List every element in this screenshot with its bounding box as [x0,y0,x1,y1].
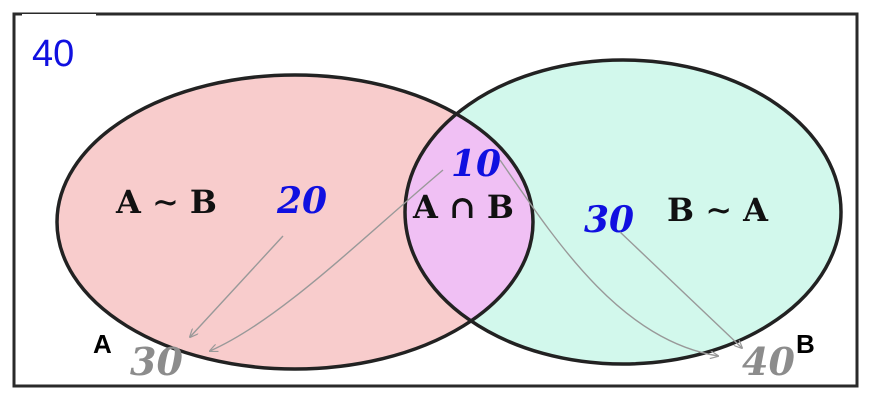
set-a-total: 30 [130,339,183,384]
a-only-value: 20 [276,180,327,222]
arrow-a-only-to-a-total [190,235,284,337]
set-b-total: 40 [742,339,795,384]
arrow-intersection-to-b-total [499,159,718,356]
corner-total-label: 40 [32,33,74,75]
intersection-value: 10 [451,143,501,185]
set-b-region [405,60,841,364]
intersection-label: A ∩ B [412,188,514,226]
a-only-label: A ∼ B [115,183,217,221]
set-b-outline [403,58,843,366]
corner-patch [22,14,96,70]
set-a-region [57,75,533,369]
set-a-name: A [93,329,112,359]
arrow-intersection-to-a-total [210,169,444,351]
b-only-label: B ∼ A [667,191,769,229]
set-b-name: B [796,329,815,359]
set-a-outline [55,73,535,371]
arrow-b-only-to-b-total [619,231,742,348]
b-only-value: 30 [584,199,634,241]
